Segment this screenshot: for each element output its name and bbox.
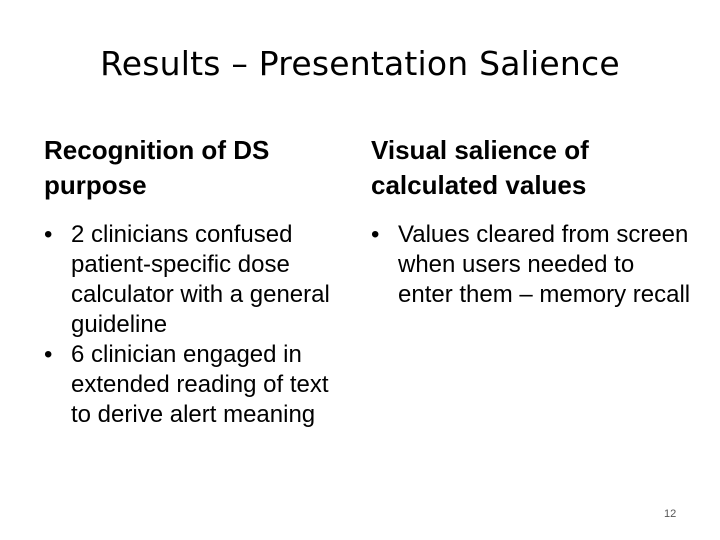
left-column: Recognition of DS purpose • 2 clinicians… — [44, 133, 354, 430]
bullet-text: 6 clinician engaged in extended reading … — [71, 341, 329, 428]
page-number: 12 — [664, 508, 677, 520]
bullet-text: Values cleared from screen when users ne… — [398, 221, 691, 308]
list-item: • 2 clinicians confused patient-specific… — [44, 220, 354, 340]
slide-title: Results – Presentation Salience — [100, 44, 620, 83]
list-item: • 6 clinician engaged in extended readin… — [44, 340, 354, 430]
left-column-heading: Recognition of DS purpose — [44, 135, 270, 200]
left-bullet-list: • 2 clinicians confused patient-specific… — [44, 220, 354, 430]
bullet-icon: • — [371, 221, 380, 248]
right-column-heading: Visual salience of calculated values — [371, 135, 589, 200]
bullet-text: 2 clinicians confused patient-specific d… — [71, 221, 330, 338]
right-bullet-list: • Values cleared from screen when users … — [371, 220, 691, 310]
right-column: Visual salience of calculated values • V… — [371, 133, 691, 310]
bullet-icon: • — [44, 221, 53, 248]
list-item: • Values cleared from screen when users … — [371, 220, 691, 310]
bullet-icon: • — [44, 341, 53, 368]
